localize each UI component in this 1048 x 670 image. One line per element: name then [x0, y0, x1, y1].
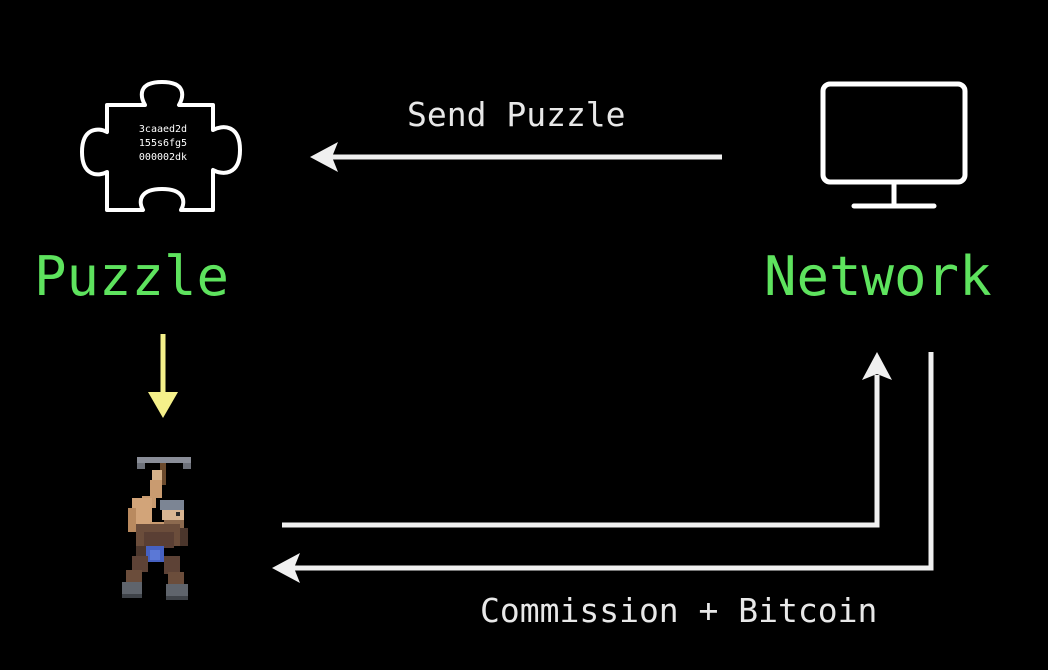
puzzle-hash-line: 000002dk	[138, 152, 188, 163]
puzzle-label: Puzzle	[34, 245, 230, 308]
reward-arrow	[272, 352, 934, 583]
puzzle-piece-icon	[80, 80, 242, 212]
computer-monitor-icon	[820, 81, 968, 209]
send-puzzle-arrow	[310, 142, 722, 172]
puzzle-hash-line: 155s6fg5	[138, 138, 188, 149]
puzzle-hash-line: 3caaed2d	[138, 124, 188, 135]
commission-bitcoin-label: Commission + Bitcoin	[480, 591, 878, 630]
solution-arrow	[282, 352, 892, 528]
network-label: Network	[764, 245, 992, 308]
pixel-miner-with-pickaxe	[122, 457, 191, 600]
puzzle-to-miner-arrow	[148, 334, 178, 418]
send-puzzle-label: Send Puzzle	[407, 95, 626, 134]
